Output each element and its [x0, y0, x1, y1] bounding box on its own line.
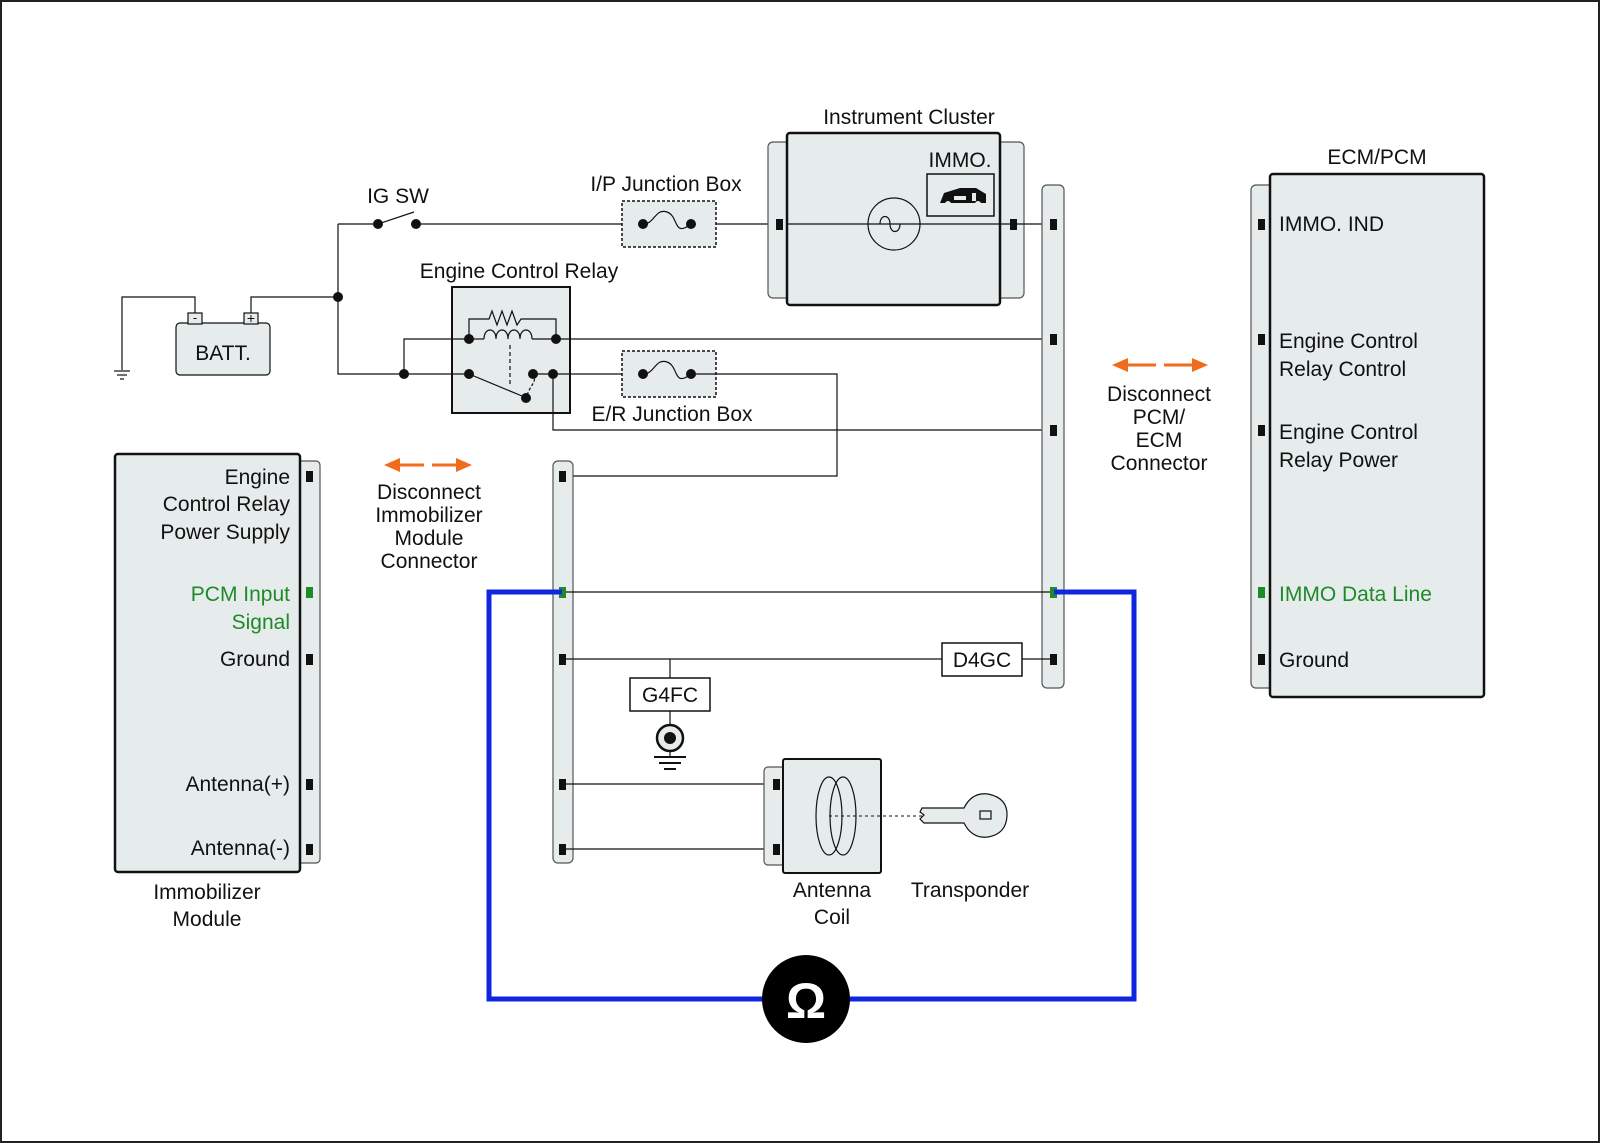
svg-text:Disconnect: Disconnect: [1107, 383, 1211, 406]
immo-label: IMMO.: [929, 149, 992, 172]
svg-text:ECM: ECM: [1136, 429, 1183, 452]
engine-code-g4fc: G4FC: [629, 677, 711, 712]
instrument-cluster: Instrument Cluster IMMO.: [767, 106, 1025, 307]
ecm-pin-immo-data-line: IMMO Data Line: [1279, 583, 1432, 606]
imm-pin-relay-supply-3: Power Supply: [160, 521, 290, 544]
car-key-icon: [926, 173, 995, 217]
ip-junction-box: I/P Junction Box: [590, 173, 742, 248]
svg-text:G4FC: G4FC: [642, 684, 698, 707]
ecm-pin-ground: Ground: [1279, 649, 1349, 672]
battery-label: BATT.: [195, 342, 251, 365]
svg-text:Immobilizer: Immobilizer: [375, 504, 482, 527]
disconnect-immobilizer-arrow: [384, 458, 472, 472]
battery-neg-sign: -: [193, 310, 197, 325]
disconnect-immobilizer-label: Disconnect Immobilizer Module Connector: [375, 481, 482, 573]
instrument-cluster-label: Instrument Cluster: [823, 106, 995, 129]
disconnect-pcm-label: Disconnect PCM/ ECM Connector: [1107, 383, 1211, 475]
disconnect-pcm-arrow: [1112, 358, 1208, 372]
svg-text:Disconnect: Disconnect: [377, 481, 481, 504]
ohmmeter-icon[interactable]: Ω: [762, 955, 850, 1043]
er-junction-box-label: E/R Junction Box: [591, 403, 753, 426]
engine-control-relay: Engine Control Relay: [420, 260, 619, 414]
imm-pin-relay-supply-1: Engine: [225, 466, 290, 489]
immobilizer-title-1: Immobilizer: [153, 881, 260, 904]
imm-pin-relay-supply-2: Control Relay: [163, 493, 291, 516]
immobilizer-title-2: Module: [173, 908, 242, 931]
svg-text:Coil: Coil: [814, 906, 850, 929]
fuse-icon: [642, 210, 692, 230]
svg-text:PCM/: PCM/: [1133, 406, 1186, 429]
ip-junction-box-label: I/P Junction Box: [590, 173, 742, 196]
ecm-pin-relay-control-1: Engine Control: [1279, 330, 1418, 353]
ground-icon: [654, 723, 686, 770]
ecm-pin-relay-power-2: Relay Power: [1279, 449, 1398, 472]
battery-pos-sign: +: [247, 310, 255, 326]
transponder-label: Transponder: [911, 879, 1029, 902]
ecm-pin-immo-ind: IMMO. IND: [1279, 213, 1384, 236]
imm-pin-pcm-input-1: PCM Input: [191, 583, 290, 606]
indicator-lamp-icon: [867, 197, 921, 251]
ecm-pin-relay-control-2: Relay Control: [1279, 358, 1406, 381]
ohm-symbol: Ω: [786, 973, 826, 1029]
imm-pin-ground: Ground: [220, 648, 290, 671]
svg-text:Connector: Connector: [381, 550, 478, 573]
svg-text:Antenna: Antenna: [793, 879, 872, 902]
fuse-icon: [642, 360, 692, 380]
key-icon: [919, 793, 1008, 838]
pcm-harness-connector: [1041, 184, 1065, 689]
imm-pin-antenna-neg: Antenna(-): [191, 837, 290, 860]
battery: - + BATT.: [175, 310, 271, 376]
engine-code-d4gc: D4GC: [941, 642, 1023, 677]
svg-text:Module: Module: [395, 527, 464, 550]
immobilizer-module: Engine Control Relay Power Supply PCM In…: [113, 452, 321, 931]
imm-pin-antenna-pos: Antenna(+): [186, 773, 291, 796]
ig-switch-label: IG SW: [367, 185, 429, 208]
ecm-pcm: ECM/PCM IMMO. IND Engine Control Relay C…: [1250, 146, 1486, 699]
imm-pin-pcm-input-2: Signal: [232, 611, 290, 634]
ecm-pcm-title: ECM/PCM: [1327, 146, 1426, 169]
svg-text:D4GC: D4GC: [953, 649, 1011, 672]
engine-control-relay-label: Engine Control Relay: [420, 260, 619, 283]
svg-text:Connector: Connector: [1111, 452, 1208, 475]
ground-icon: [114, 370, 130, 380]
ecm-pin-relay-power-1: Engine Control: [1279, 421, 1418, 444]
